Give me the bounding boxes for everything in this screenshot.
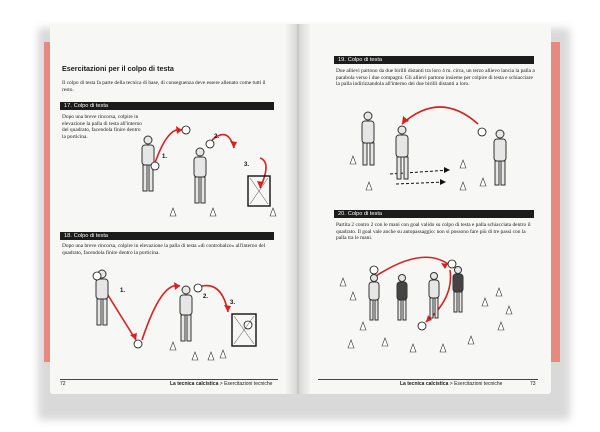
exercise-18-players xyxy=(95,269,193,342)
left-page-edge xyxy=(44,42,54,362)
exercise-18-text: Dopo una breve rincorsa, colpire in elev… xyxy=(62,243,266,256)
exercise-18-step-2: 2. xyxy=(203,294,208,300)
exercise-20-cones xyxy=(339,277,513,353)
exercise-19-arrows xyxy=(401,106,479,125)
right-page-edge xyxy=(548,42,560,362)
exercise-17-step-2: 2. xyxy=(214,134,219,140)
right-footer: La tecnica calcistica > Esercitazioni te… xyxy=(400,381,503,387)
exercise-17-arrows xyxy=(154,128,267,189)
exercise-20-number: 20. xyxy=(338,211,346,217)
exercise-17-step-3: 3. xyxy=(244,162,249,168)
exercise-18-bar: 18.Colpo di testa xyxy=(60,232,274,240)
exercise-19-number: 19. xyxy=(338,57,346,63)
right-footer-section: La tecnica calcistica xyxy=(400,381,449,387)
exercise-19-illustration xyxy=(349,106,507,191)
exercise-19-title: Colpo di testa xyxy=(347,57,382,63)
exercise-17-step-1: 1. xyxy=(162,154,167,160)
left-footer-sub: Esercitazioni tecniche xyxy=(224,381,273,387)
exercise-20-balls xyxy=(369,259,457,331)
exercise-17-players xyxy=(141,135,207,204)
exercise-19-cones xyxy=(349,155,487,191)
exercise-18-illustration: 1. 2. 3. xyxy=(92,269,257,361)
exercise-17-goal xyxy=(247,175,271,207)
book-gutter xyxy=(285,24,311,394)
exercise-20-title: Colpo di testa xyxy=(347,211,382,217)
exercise-18-step-1: 1. xyxy=(120,288,125,294)
exercise-20-illustration xyxy=(339,256,513,353)
left-page-number: 72 xyxy=(60,381,66,387)
right-footer-sub: Esercitazioni tecniche xyxy=(454,381,503,387)
left-footer: La tecnica calcistica > Esercitazioni te… xyxy=(170,381,273,387)
left-footer-rule xyxy=(60,379,278,380)
exercise-20-bar: 20.Colpo di testa xyxy=(334,210,534,218)
right-page xyxy=(301,24,551,394)
right-footer-rule xyxy=(318,379,538,380)
exercise-17-bar: 17.Colpo di testa xyxy=(60,102,274,110)
exercise-20-players xyxy=(368,266,464,321)
intro-text: Il colpo di testa fa parte della tecnica… xyxy=(62,80,266,93)
exercise-18-step-3: 3. xyxy=(230,300,235,306)
exercise-18-number: 18. xyxy=(64,233,72,239)
left-footer-section: La tecnica calcistica xyxy=(170,381,219,387)
exercise-19-text: Due allievi partono da due birilli dista… xyxy=(336,68,535,88)
exercise-19-players xyxy=(361,111,507,186)
exercise-17-number: 17. xyxy=(64,103,72,109)
exercise-17-balls xyxy=(150,125,215,171)
exercise-18-cones xyxy=(169,341,227,361)
exercise-18-balls xyxy=(92,271,253,349)
exercise-17-text: Dopo una breve rincorsa, colpire in elev… xyxy=(62,114,142,140)
exercise-18-title: Colpo di testa xyxy=(73,233,108,239)
right-page-number: 73 xyxy=(530,381,536,387)
exercise-20-text: Partita 2 contro 2 con le mani con goal … xyxy=(336,222,531,242)
exercise-19-bar: 19.Colpo di testa xyxy=(334,56,534,64)
exercise-19-balls xyxy=(477,127,487,137)
exercise-17-illustration: 1. 2. 3. xyxy=(141,125,277,217)
exercise-18-goal xyxy=(231,313,257,347)
exercise-17-cones xyxy=(169,207,277,217)
chapter-heading: Esercitazioni per il colpo di testa xyxy=(62,64,174,73)
exercise-17-title: Colpo di testa xyxy=(73,103,108,109)
